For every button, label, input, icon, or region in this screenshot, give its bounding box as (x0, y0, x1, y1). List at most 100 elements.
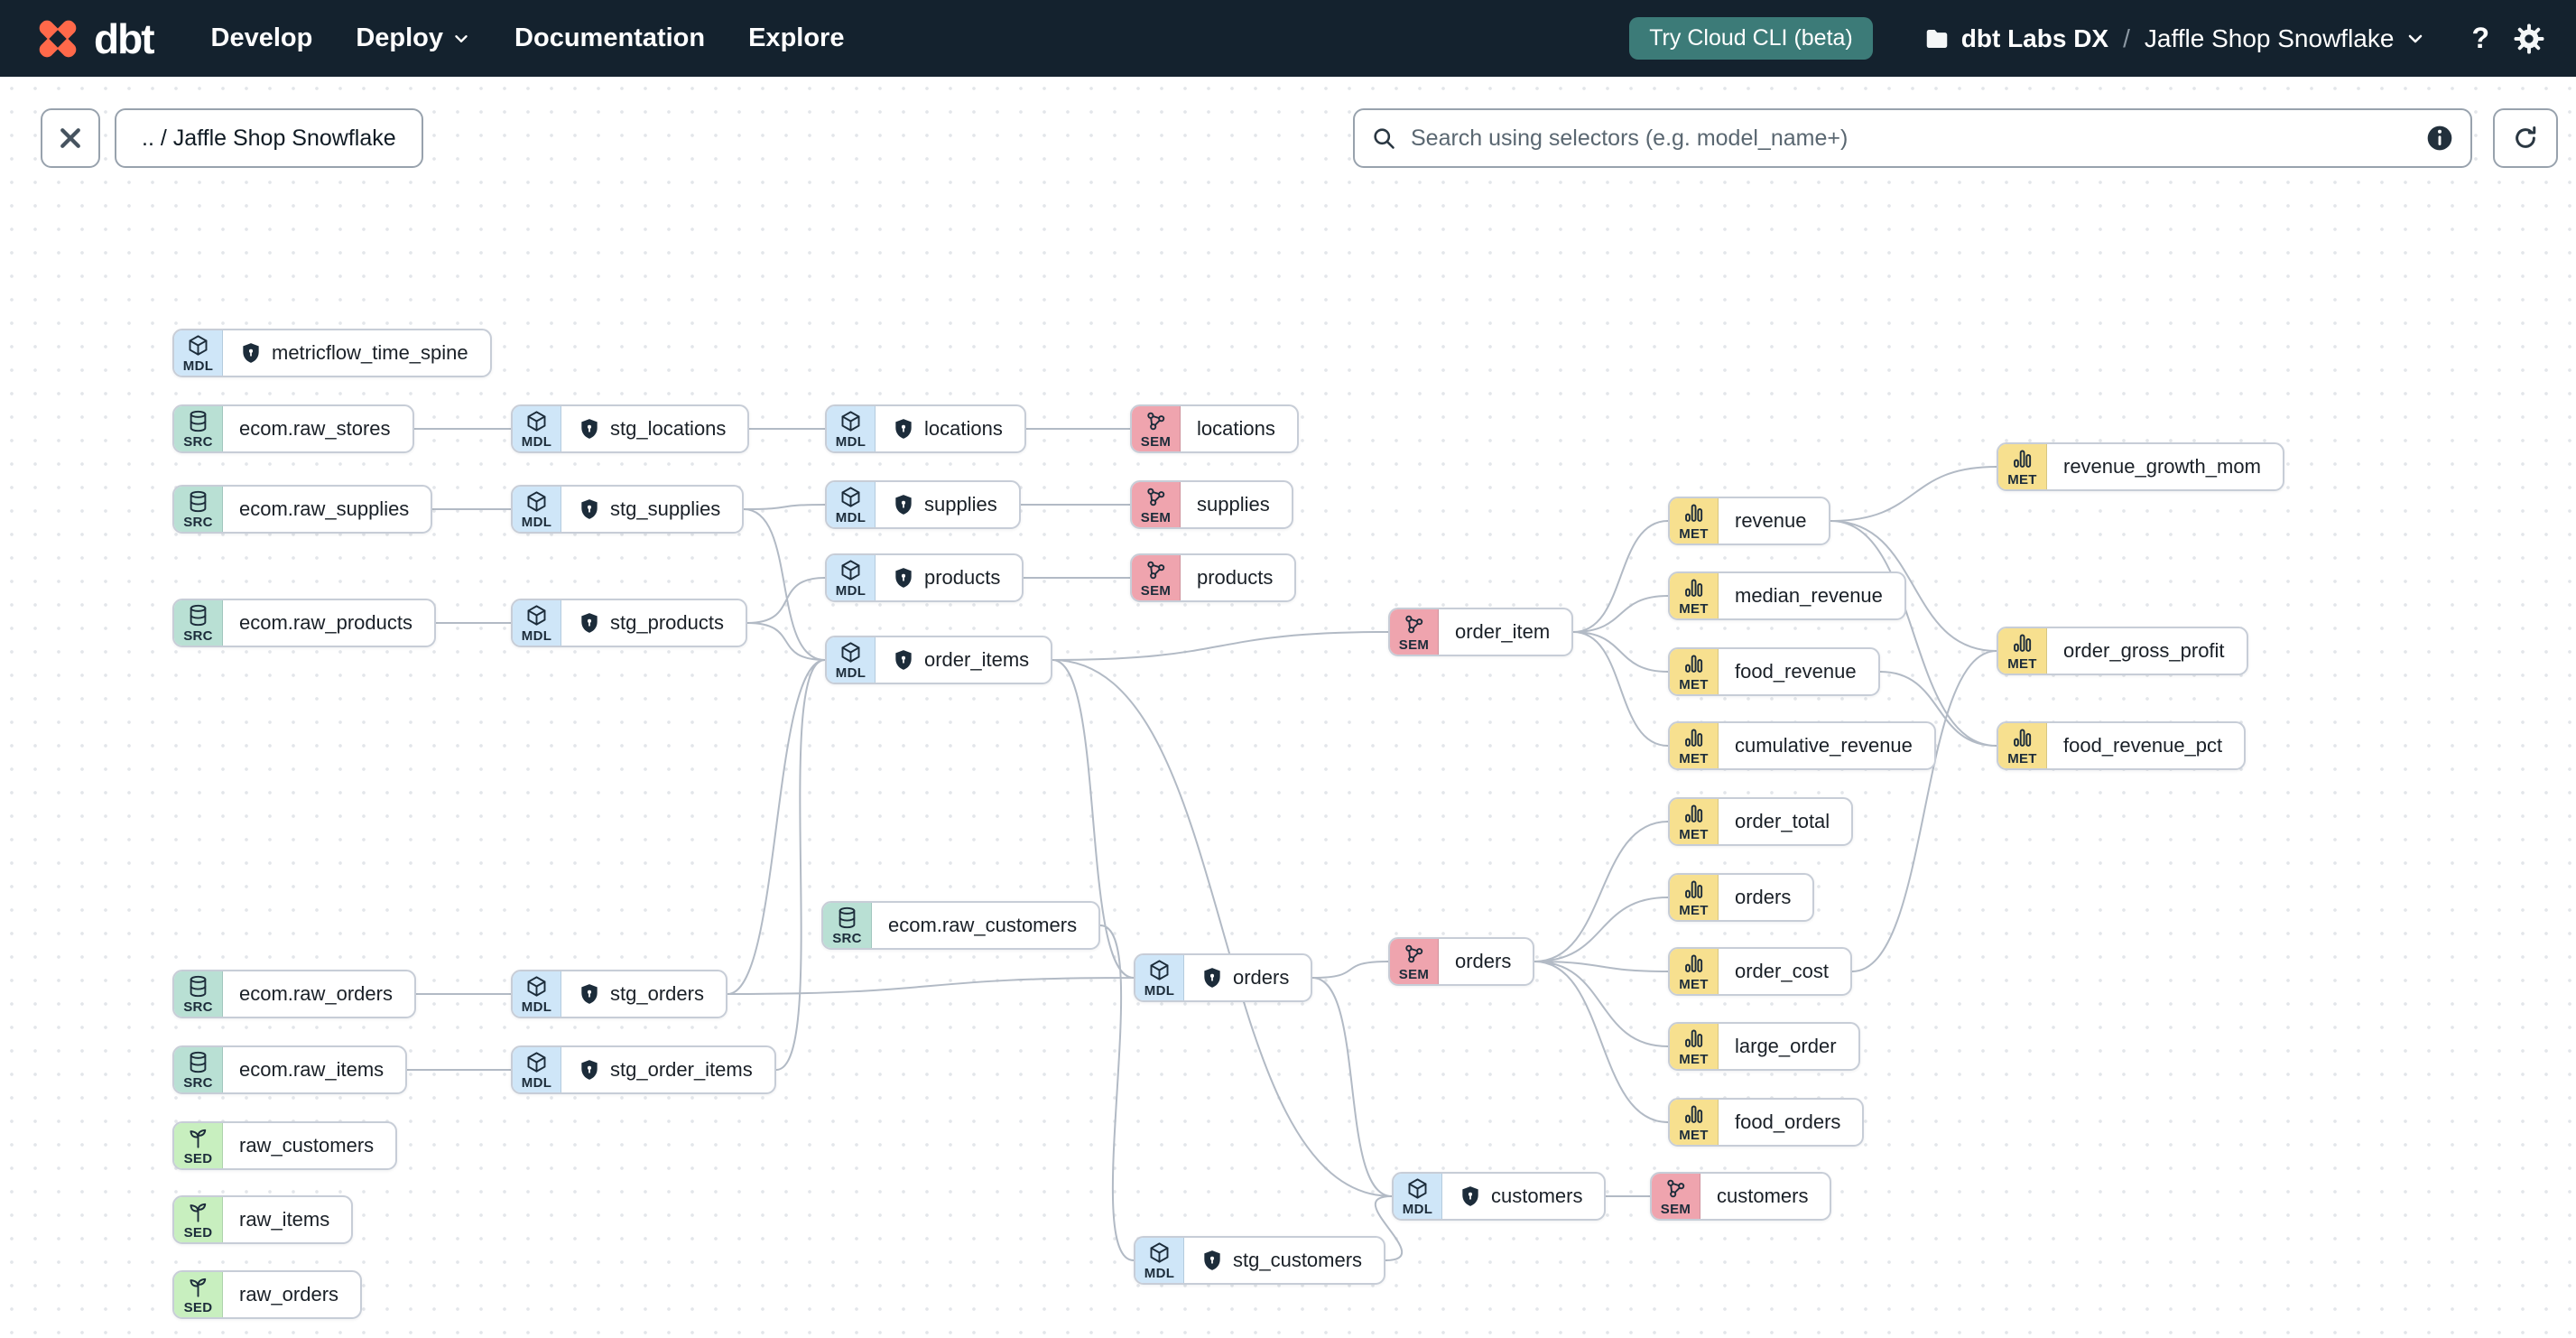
node-label: products (1197, 566, 1274, 589)
node-type-icon (186, 333, 210, 358)
node-type-badge: MET (1670, 498, 1719, 544)
shield-icon (578, 497, 601, 521)
shield-icon (1200, 966, 1224, 990)
graph-node-food_orders_met[interactable]: MET food_orders (1668, 1098, 1865, 1147)
node-type-badge: MET (1998, 444, 2047, 489)
graph-node-stg_orders[interactable]: MDL stg_orders (511, 970, 727, 1018)
close-lineage-button[interactable] (41, 108, 100, 168)
node-type-badge: SRC (174, 600, 223, 646)
graph-node-raw_orders_sed[interactable]: SED raw_orders (172, 1270, 363, 1319)
nav-deploy[interactable]: Deploy (356, 23, 471, 53)
node-type-label: MET (1679, 1128, 1709, 1143)
graph-node-raw_customers_sed[interactable]: SED raw_customers (172, 1121, 398, 1170)
graph-node-ecom_raw_stores[interactable]: SRC ecom.raw_stores (172, 404, 414, 453)
graph-node-orders_met[interactable]: MET orders (1668, 873, 1815, 922)
logo-text: dbt (94, 14, 155, 62)
graph-node-revenue_met[interactable]: MET revenue (1668, 497, 1830, 545)
node-type-label: MDL (521, 999, 552, 1015)
graph-node-cumulative_revenue_met[interactable]: MET cumulative_revenue (1668, 721, 1936, 770)
node-type-label: MDL (835, 665, 866, 681)
node-type-label: SEM (1660, 1202, 1691, 1217)
graph-node-order_total_met[interactable]: MET order_total (1668, 797, 1854, 846)
node-type-badge: MDL (513, 971, 561, 1017)
node-label: order_gross_profit (2063, 639, 2225, 662)
project-name: Jaffle Shop Snowflake (2144, 23, 2395, 52)
nav-documentation[interactable]: Documentation (514, 23, 706, 52)
node-type-label: SEM (1140, 583, 1172, 599)
shield-icon (892, 493, 915, 516)
header-right: Try Cloud CLI (beta) dbt Labs DX / Jaffl… (1629, 17, 2545, 60)
node-type-label: SRC (183, 628, 213, 644)
node-label: supplies (1197, 493, 1270, 516)
node-type-label: MET (1679, 601, 1709, 617)
refresh-button[interactable] (2493, 108, 2558, 168)
node-label: large_order (1735, 1035, 1837, 1057)
dbt-logo[interactable]: dbt (31, 12, 155, 66)
node-type-label: MET (1679, 1052, 1709, 1067)
graph-node-supplies_sem[interactable]: SEM supplies (1130, 480, 1293, 529)
node-type-icon (524, 489, 549, 514)
graph-node-order_item_sem[interactable]: SEM order_item (1388, 608, 1574, 656)
graph-node-stg_order_items[interactable]: MDL stg_order_items (511, 1045, 776, 1094)
node-type-badge: MDL (513, 406, 561, 451)
info-icon[interactable] (2425, 124, 2454, 153)
graph-node-raw_items_sed[interactable]: SED raw_items (172, 1195, 354, 1244)
node-label: orders (1735, 886, 1792, 908)
shield-icon (1459, 1185, 1482, 1208)
dbt-logo-icon (39, 20, 77, 57)
graph-node-customers_mdl[interactable]: MDL customers (1392, 1172, 1607, 1221)
app-header: dbt Develop Deploy Documentation Explore… (0, 0, 2576, 77)
graph-node-stg_locations[interactable]: MDL stg_locations (511, 404, 750, 453)
node-type-badge: MDL (1394, 1174, 1442, 1219)
node-type-badge: MDL (827, 482, 876, 527)
graph-node-order_gross_profit_met[interactable]: MET order_gross_profit (1997, 627, 2248, 675)
graph-node-orders_sem[interactable]: SEM orders (1388, 937, 1535, 986)
graph-node-large_order_met[interactable]: MET large_order (1668, 1022, 1860, 1071)
graph-node-stg_products[interactable]: MDL stg_products (511, 599, 747, 647)
node-type-badge: SEM (1390, 939, 1439, 984)
graph-node-locations_sem[interactable]: SEM locations (1130, 404, 1299, 453)
graph-node-stg_supplies[interactable]: MDL stg_supplies (511, 485, 745, 534)
graph-node-revenue_growth_mom_met[interactable]: MET revenue_growth_mom (1997, 442, 2284, 491)
node-type-badge: MDL (1135, 955, 1184, 1000)
graph-node-stg_customers[interactable]: MDL stg_customers (1134, 1236, 1386, 1285)
node-type-badge: MDL (513, 1047, 561, 1092)
project-selector[interactable]: dbt Labs DX / Jaffle Shop Snowflake (1923, 24, 2427, 53)
graph-node-order_items_mdl[interactable]: MDL order_items (825, 636, 1053, 684)
try-cloud-cli-button[interactable]: Try Cloud CLI (beta) (1629, 17, 1873, 60)
node-type-label: MET (2007, 656, 2037, 672)
node-type-badge: MDL (174, 330, 223, 376)
graph-node-ecom_raw_orders[interactable]: SRC ecom.raw_orders (172, 970, 416, 1018)
graph-node-ecom_raw_customers[interactable]: SRC ecom.raw_customers (821, 901, 1101, 950)
graph-node-metricflow_time_spine[interactable]: MDL metricflow_time_spine (172, 329, 492, 377)
graph-node-ecom_raw_products[interactable]: SRC ecom.raw_products (172, 599, 436, 647)
graph-node-order_cost_met[interactable]: MET order_cost (1668, 947, 1852, 996)
node-label: revenue_growth_mom (2063, 455, 2261, 478)
graph-node-orders_mdl[interactable]: MDL orders (1134, 953, 1313, 1002)
graph-node-locations_mdl[interactable]: MDL locations (825, 404, 1026, 453)
node-type-label: MET (1679, 977, 1709, 992)
graph-node-median_revenue_met[interactable]: MET median_revenue (1668, 571, 1906, 620)
node-type-icon (2010, 726, 2034, 750)
breadcrumb[interactable]: .. / Jaffle Shop Snowflake (115, 108, 423, 168)
node-type-label: SRC (183, 434, 213, 450)
graph-node-products_sem[interactable]: SEM products (1130, 553, 1297, 602)
graph-node-customers_sem[interactable]: SEM customers (1650, 1172, 1832, 1221)
graph-node-food_revenue_pct_met[interactable]: MET food_revenue_pct (1997, 721, 2247, 770)
help-icon[interactable]: ? (2471, 22, 2489, 54)
graph-node-ecom_raw_items[interactable]: SRC ecom.raw_items (172, 1045, 408, 1094)
graph-node-food_revenue_met[interactable]: MET food_revenue (1668, 647, 1880, 696)
graph-node-products_mdl[interactable]: MDL products (825, 553, 1024, 602)
graph-node-ecom_raw_supplies[interactable]: SRC ecom.raw_supplies (172, 485, 433, 534)
nav-develop[interactable]: Develop (210, 23, 313, 52)
node-type-icon (1682, 726, 1706, 750)
node-label: order_total (1735, 810, 1830, 832)
nav-explore[interactable]: Explore (748, 23, 845, 52)
node-label: median_revenue (1735, 584, 1883, 607)
graph-node-supplies_mdl[interactable]: MDL supplies (825, 480, 1021, 529)
node-type-label: MDL (1144, 983, 1175, 999)
search-input[interactable] (1409, 124, 2425, 153)
node-label: metricflow_time_spine (272, 341, 468, 364)
settings-gear-icon[interactable] (2513, 23, 2545, 55)
